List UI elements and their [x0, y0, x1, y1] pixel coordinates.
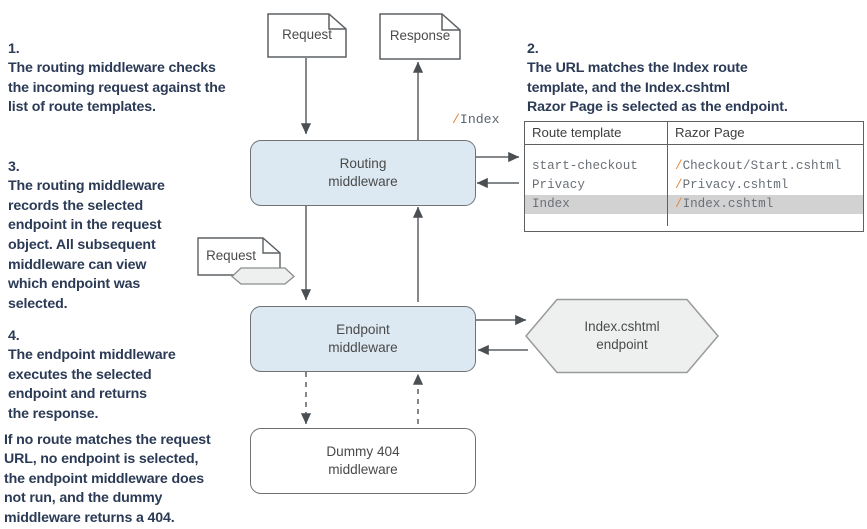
dummy-middleware-line1: Dummy 404 [326, 444, 400, 459]
annotation-note-4: 4. The endpoint middleware executes the … [8, 307, 228, 425]
response-document-top: Response [379, 13, 461, 60]
table-row[interactable]: Privacy /Privacy.cshtml [525, 176, 863, 195]
url-route-label: /Index [452, 112, 500, 127]
routing-middleware-box[interactable]: Routing middleware [250, 140, 476, 206]
route-template-table[interactable]: Route template Razor Page start-checkout… [524, 121, 864, 232]
table-row-selected[interactable]: Index /Index.cshtml [525, 195, 863, 214]
dummy-middleware-line2: middleware [328, 462, 398, 477]
table-row[interactable]: start-checkout /Checkout/Start.cshtml [525, 157, 863, 176]
url-route-rest: Index [459, 112, 500, 127]
column-header-route-template: Route template [525, 122, 668, 145]
annotation-note-3-text: The routing middleware records the selec… [8, 178, 165, 312]
request-document-top: Request [267, 13, 347, 58]
razor-page-cell: /Index.cshtml [667, 195, 863, 214]
diagram-canvas: Request Response /Index Routing middlewa… [4, 13, 864, 526]
annotation-note-5: If no route matches the request URL, no … [4, 411, 254, 529]
request-document-with-endpoint-tag: Request [197, 237, 297, 285]
table-spacer-row-bottom [525, 214, 863, 226]
annotation-note-3: 3. The routing middleware records the se… [8, 138, 223, 314]
route-template-cell: start-checkout [525, 157, 668, 176]
annotation-note-3-number: 3. [8, 158, 20, 175]
razor-page-cell: /Privacy.cshtml [675, 178, 789, 192]
annotation-note-1-text: The routing middleware checks the incomi… [8, 60, 226, 116]
route-template-cell: Privacy [525, 176, 668, 195]
routing-middleware-line1: Routing [339, 156, 387, 171]
annotation-note-2-number: 2. [527, 40, 539, 57]
dummy-404-middleware-box[interactable]: Dummy 404 middleware [250, 428, 476, 494]
annotation-note-4-text: The endpoint middleware executes the sel… [8, 347, 176, 422]
column-header-razor-page: Razor Page [667, 122, 863, 145]
routing-middleware-line2: middleware [328, 174, 398, 189]
annotation-note-1-number: 1. [8, 40, 20, 57]
spacer-cell [525, 214, 668, 226]
endpoint-hexagon-line1: Index.cshtml [584, 319, 660, 334]
index-cshtml-endpoint-hexagon[interactable]: Index.cshtml endpoint [524, 298, 720, 374]
endpoint-middleware-line2: middleware [328, 340, 398, 355]
request-document-top-label: Request [282, 27, 332, 42]
spacer-cell [525, 144, 668, 157]
endpoint-hexagon-label: Index.cshtml endpoint [524, 298, 720, 374]
annotation-note-5-text: If no route matches the request URL, no … [4, 431, 211, 526]
spacer-cell [668, 145, 864, 158]
table-spacer-row-top [525, 144, 864, 158]
endpoint-middleware-box[interactable]: Endpoint middleware [250, 306, 476, 372]
spacer-cell [668, 214, 864, 226]
route-template-cell: Index [525, 195, 668, 214]
razor-page-cell: /Checkout/Start.cshtml [675, 159, 842, 173]
annotation-note-4-number: 4. [8, 327, 20, 344]
annotation-note-2-text: The URL matches the Index route template… [527, 60, 788, 116]
endpoint-middleware-line1: Endpoint [336, 322, 390, 337]
table-header-row: Route template Razor Page [525, 122, 863, 145]
request-document-tagged-label: Request [206, 248, 256, 263]
url-route-slash: / [452, 112, 460, 127]
annotation-note-1: 1. The routing middleware checks the inc… [8, 20, 258, 118]
annotation-note-2: 2. The URL matches the Index route templ… [527, 20, 857, 118]
response-document-top-label: Response [389, 28, 451, 43]
endpoint-hexagon-line2: endpoint [596, 337, 648, 352]
